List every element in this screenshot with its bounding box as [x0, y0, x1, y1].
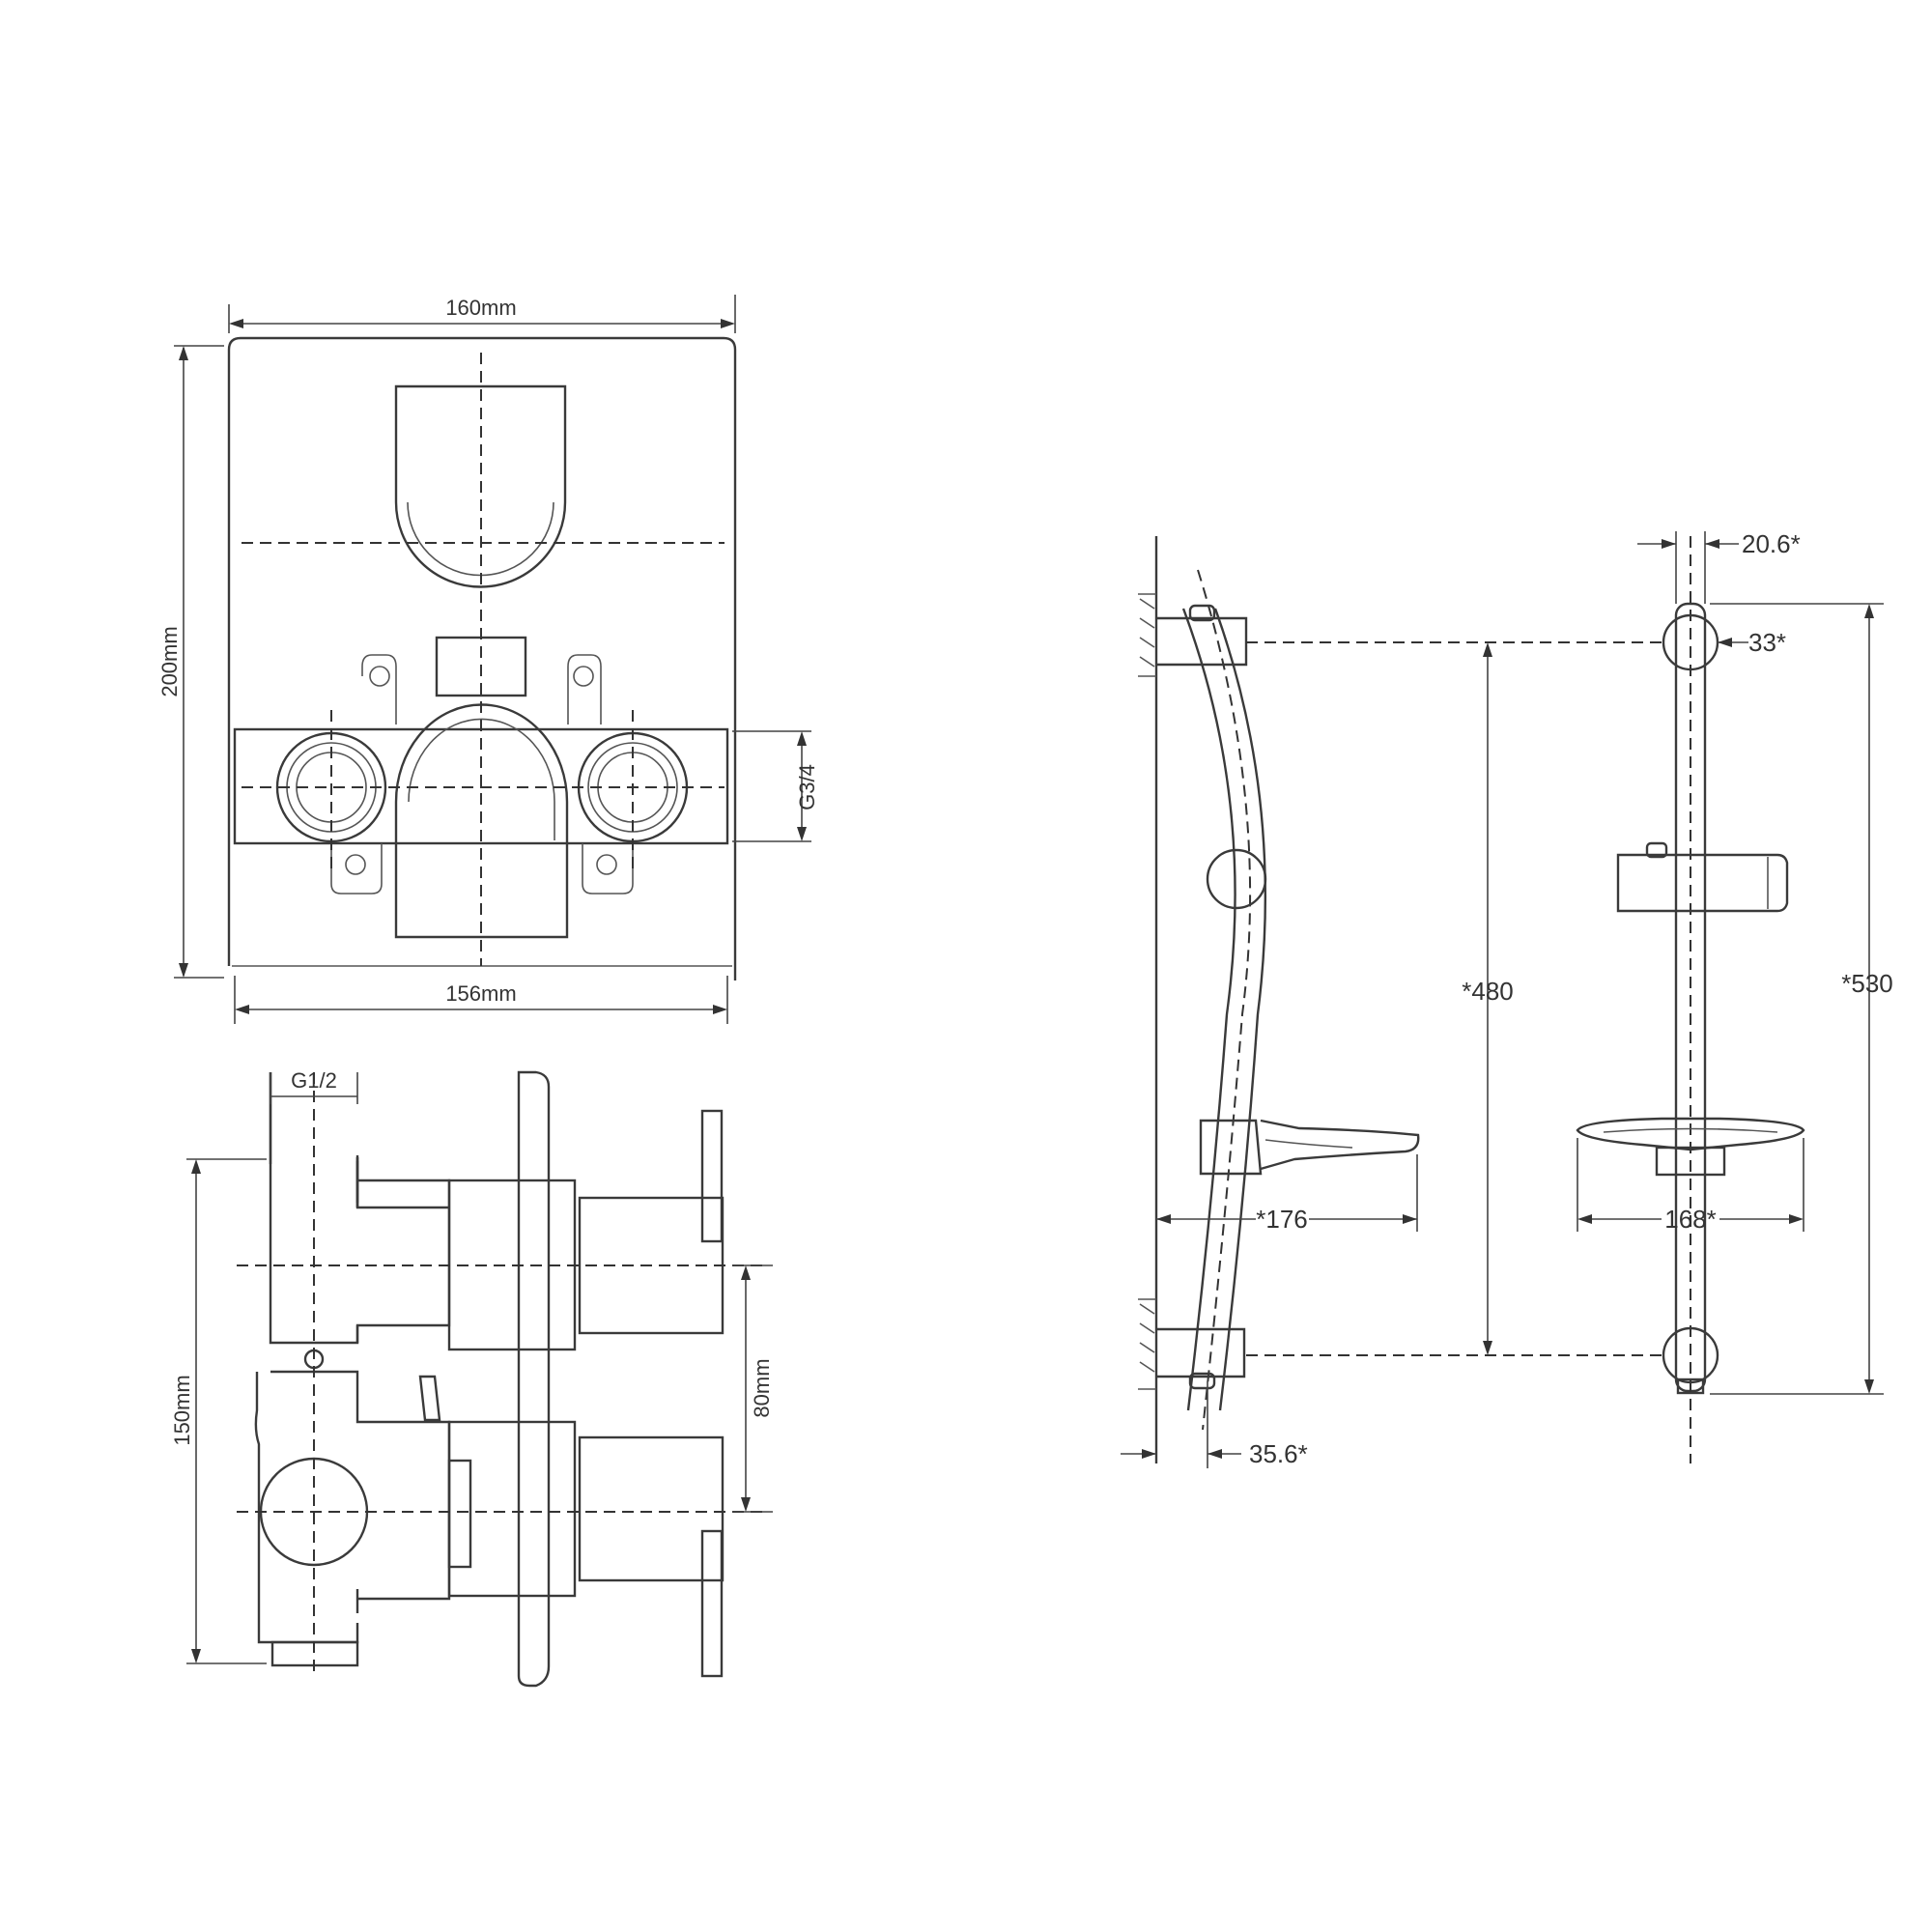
dimension-soap-dish-projection: *176	[1156, 1154, 1418, 1234]
valve-faceplate	[227, 336, 737, 980]
dimension-width-bottom: 156mm	[234, 976, 728, 1024]
slide-rail-side-view: *176 35.6*	[1121, 536, 1420, 1468]
label-wall-offset: 35.6*	[1249, 1439, 1308, 1468]
dimension-height: 200mm	[157, 345, 224, 979]
label-bar-diameter: 20.6*	[1742, 529, 1801, 558]
label-overall-length: *530	[1841, 969, 1893, 998]
label-inlet-thread: G3/4	[795, 764, 819, 810]
lower-cartridge	[447, 1420, 577, 1598]
label-depth: 150mm	[170, 1375, 194, 1445]
soap-dish-front	[1576, 1117, 1805, 1177]
label-bracket-diameter: 33*	[1748, 628, 1786, 657]
bottom-bracket-front	[1662, 1326, 1719, 1384]
mounting-lug-bottom-left	[330, 843, 383, 895]
dimension-outlet: G1/2	[270, 1068, 358, 1104]
dimension-bar-diameter: 20.6*	[1637, 529, 1801, 604]
top-wall-bracket	[1156, 604, 1248, 667]
label-soap-dish-width: 168*	[1664, 1205, 1717, 1234]
label-outlet-thread: G1/2	[291, 1068, 337, 1093]
dimension-bracket-diameter: 33*	[1718, 628, 1786, 657]
label-width-bottom: 156mm	[445, 981, 516, 1006]
mounting-lug-bottom-right	[582, 843, 634, 895]
curved-rail	[1181, 608, 1236, 1411]
dimension-fixing-centres: *480	[1246, 641, 1663, 1356]
dimension-soap-dish-width: 168*	[1577, 1138, 1804, 1234]
upper-handle	[700, 1109, 724, 1243]
label-height: 200mm	[157, 626, 182, 696]
lower-handle	[700, 1529, 724, 1678]
mounting-lug-left	[361, 654, 397, 724]
lower-spindle	[578, 1435, 724, 1582]
dimension-inlet: G3/4	[732, 730, 819, 842]
dimension-depth: 150mm	[170, 1158, 267, 1664]
slider-front	[1616, 841, 1789, 913]
label-fixing-centres: *480	[1462, 977, 1514, 1006]
dimension-overall-length: *530	[1710, 603, 1893, 1395]
valve-side-view: G1/2 150mm 80mm	[170, 1068, 774, 1688]
mounting-lug-right	[567, 654, 602, 724]
label-spindle-spacing: 80mm	[750, 1358, 774, 1417]
dimension-spindle-spacing: 80mm	[732, 1264, 774, 1513]
slide-rail-front-view: 20.6* 33* 168* *480	[1246, 529, 1893, 1463]
soap-dish-side	[1199, 1119, 1420, 1176]
label-soap-dish-projection: *176	[1256, 1205, 1308, 1234]
lower-body	[270, 1370, 451, 1613]
valve-outlet-body	[394, 703, 569, 939]
dimension-wall-offset: 35.6*	[1121, 1381, 1308, 1468]
side-faceplate	[517, 1070, 551, 1688]
dimension-width-top: 160mm	[228, 295, 736, 333]
valve-front-view: 160mm 200mm 156mm G3/4	[157, 295, 819, 1024]
bottom-wall-bracket	[1156, 1327, 1246, 1390]
label-width-top: 160mm	[445, 296, 516, 320]
slider-knob-side	[1206, 848, 1267, 910]
top-bracket-front	[1662, 613, 1719, 671]
